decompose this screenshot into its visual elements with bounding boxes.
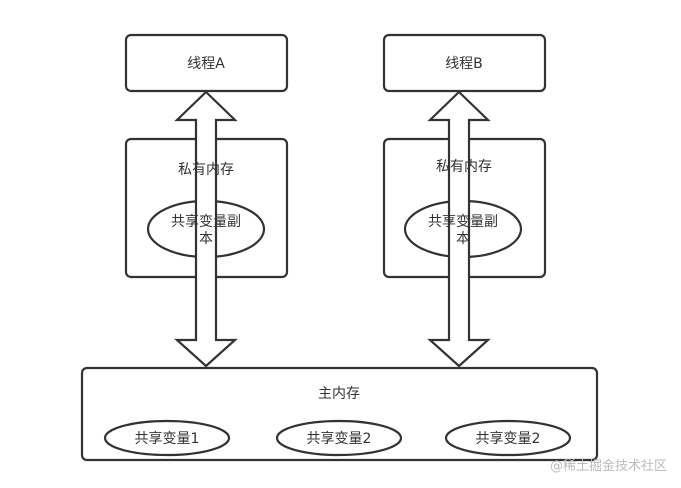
shared-copy-b-line2: 本 [456,231,470,247]
double-arrow-b [427,90,491,368]
double-arrow-a [174,90,238,368]
thread-a-label: 线程A [187,56,225,72]
shared-copy-a-line2: 本 [199,231,213,247]
private-memory-b-label: 私有内存 [436,159,492,175]
private-memory-a-label: 私有内存 [178,162,234,178]
main-memory-box: 主内存 共享变量1 共享变量2 共享变量2 [80,366,599,462]
shared-copy-a-line1: 共享变量副 [171,213,241,230]
shared-variable-label: 共享变量1 [135,430,200,447]
shared-variable-label: 共享变量2 [476,430,541,447]
private-memory-b-text: 私有内存 共享变量副 本 [428,159,498,247]
thread-b-label: 线程B [445,56,483,72]
shared-variable-ellipse [275,419,403,457]
main-memory-label: 主内存 [318,386,360,402]
watermark: @稀土掘金技术社区 [550,458,667,474]
shared-variable-ellipse [103,419,231,457]
thread-a-box: 线程A [124,33,289,93]
shared-variable-ellipse [444,419,572,457]
thread-b-box: 线程B [382,33,547,93]
shared-variable-label: 共享变量2 [307,430,372,447]
private-memory-a-text: 私有内存 共享变量副 本 [171,162,241,247]
shared-copy-b-line1: 共享变量副 [428,213,498,230]
